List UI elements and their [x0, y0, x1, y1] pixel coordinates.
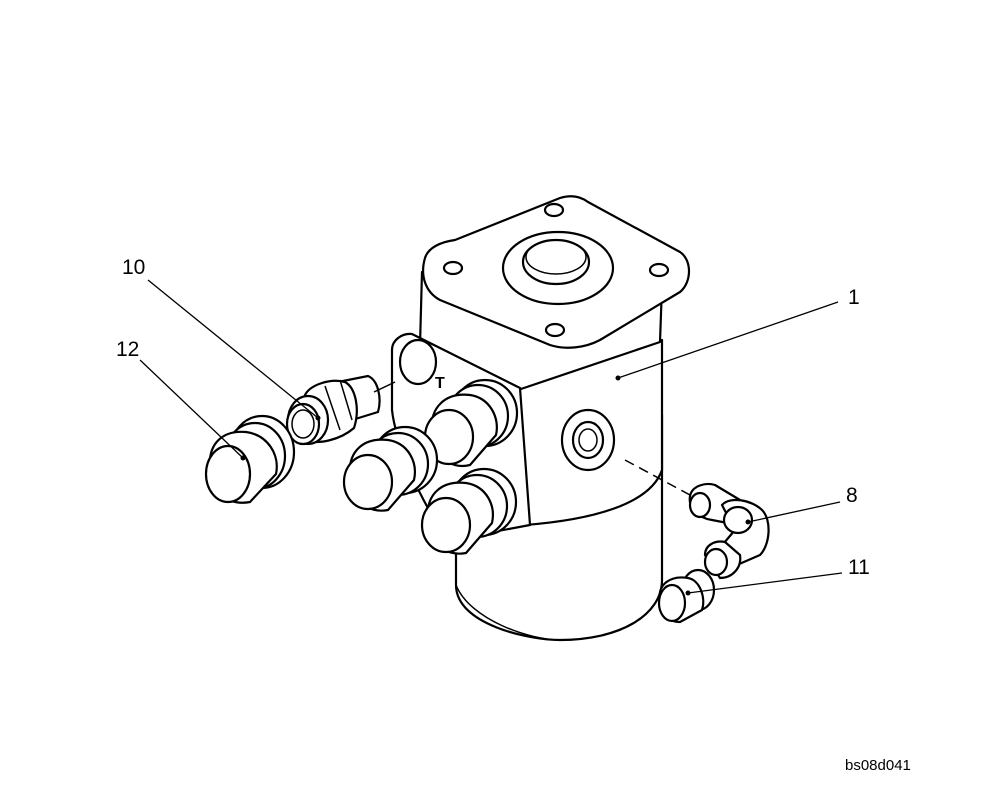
callout-8: 8	[846, 484, 858, 507]
port-plug-upper	[423, 378, 519, 468]
callout-10: 10	[122, 256, 145, 279]
drawing-code: bs08d041	[845, 757, 911, 774]
port-plug-lower	[420, 467, 518, 555]
center-line-left	[373, 381, 396, 393]
adapter-fitting-10	[285, 374, 381, 446]
port-plug-middle	[342, 425, 439, 512]
callout-12: 12	[116, 338, 139, 361]
port-label-t: T	[435, 375, 445, 392]
center-line	[624, 459, 691, 496]
leader-lines	[139, 279, 843, 596]
elbow-fitting-8	[688, 482, 770, 580]
cap-11	[657, 568, 716, 624]
callout-11: 11	[848, 556, 870, 579]
callout-1: 1	[848, 286, 860, 309]
cap-12	[204, 414, 296, 504]
